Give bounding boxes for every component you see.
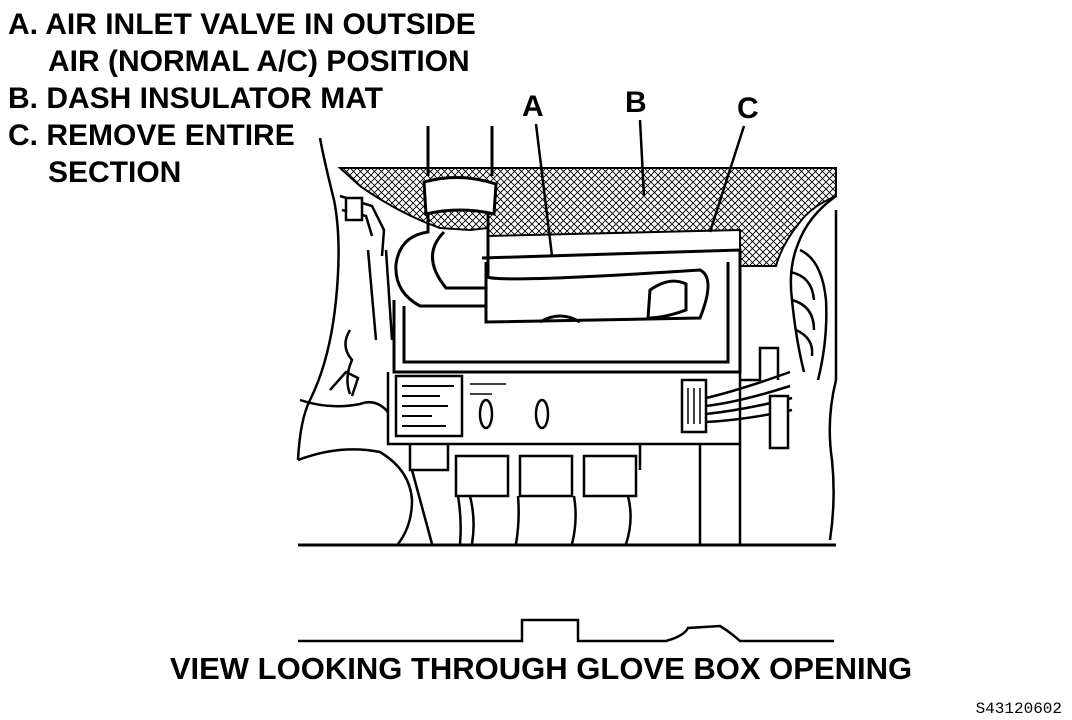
lower-connectors xyxy=(408,444,742,545)
figure-id: S43120602 xyxy=(975,700,1062,718)
blower-housing xyxy=(386,346,793,450)
legend-item-a-continued: AIR (NORMAL A/C) POSITION xyxy=(48,45,470,78)
legend: A. AIR INLET VALVE IN OUTSIDE AIR (NORMA… xyxy=(8,6,476,191)
legend-item-a: A. AIR INLET VALVE IN OUTSIDE xyxy=(8,8,476,41)
left-panel-edge xyxy=(296,137,340,461)
right-wiring-harness xyxy=(789,194,838,541)
leader-lines xyxy=(534,119,746,257)
left-lower-actuator xyxy=(297,329,414,545)
legend-item-c-continued: SECTION xyxy=(48,156,182,189)
glove-box-opening-profile xyxy=(298,618,834,643)
legend-item-b: B. DASH INSULATOR MAT xyxy=(8,82,383,115)
air-inlet-valve xyxy=(392,248,742,374)
left-hose xyxy=(339,194,394,341)
legend-item-c: C. REMOVE ENTIRE xyxy=(8,119,295,152)
callout-a: A xyxy=(522,90,544,123)
callout-b: B xyxy=(625,86,647,119)
view-caption: VIEW LOOKING THROUGH GLOVE BOX OPENING xyxy=(169,651,913,686)
callout-c: C xyxy=(737,92,759,125)
